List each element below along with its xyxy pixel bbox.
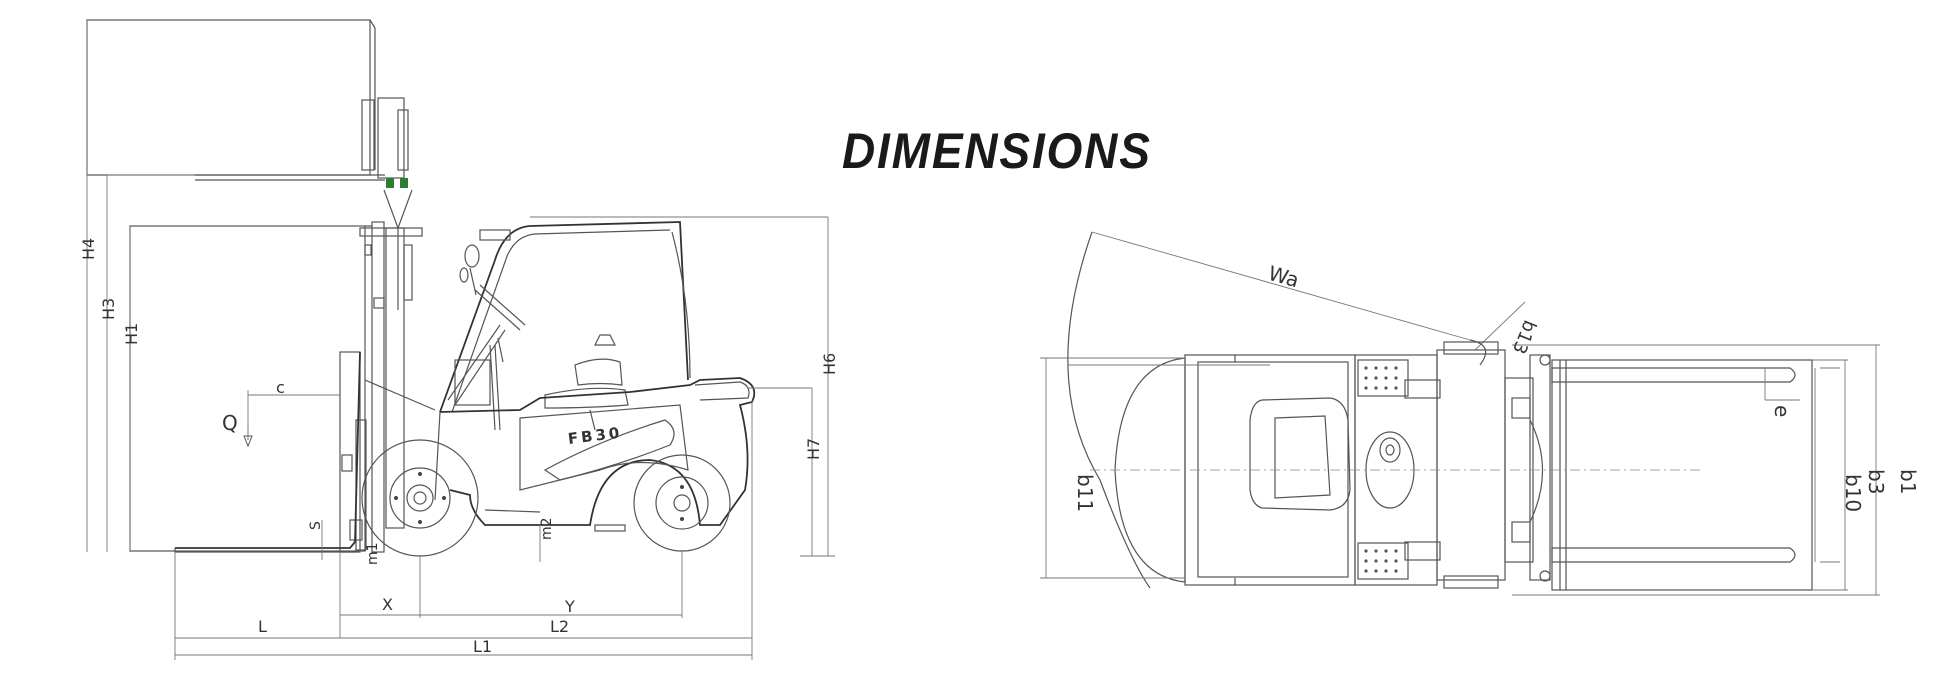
step-plates bbox=[1357, 359, 1441, 580]
front-wheel bbox=[361, 439, 479, 557]
truck-body bbox=[434, 377, 756, 532]
top-dimensions bbox=[1040, 344, 1880, 596]
label-c: c bbox=[276, 378, 285, 397]
label-h4: H4 bbox=[79, 238, 98, 260]
horizontal-dimensions bbox=[174, 400, 753, 660]
rear-wheel bbox=[633, 454, 731, 552]
side-view: FB30 bbox=[79, 19, 839, 660]
label-b10: b10 bbox=[1841, 474, 1865, 512]
label-y: Y bbox=[564, 597, 575, 616]
label-wa: Wa bbox=[1266, 261, 1302, 293]
steering-column bbox=[447, 284, 526, 431]
mast bbox=[339, 221, 436, 553]
label-h6: H6 bbox=[820, 353, 839, 375]
load-center bbox=[243, 390, 340, 448]
label-m1: m1 bbox=[365, 542, 381, 565]
lowered-load bbox=[129, 225, 372, 552]
carriage-top bbox=[1436, 341, 1551, 589]
raised-load bbox=[86, 19, 413, 230]
label-b3: b3 bbox=[1864, 469, 1888, 494]
label-l: L bbox=[258, 617, 267, 636]
label-h1: H1 bbox=[122, 323, 141, 345]
label-b1: b1 bbox=[1896, 469, 1920, 494]
top-view: Wa b13 e b11 b10 b3 b1 bbox=[1040, 231, 1920, 596]
page-title: DIMENSIONS bbox=[842, 123, 1152, 179]
operator-seat bbox=[544, 334, 629, 431]
label-e: e bbox=[1770, 405, 1794, 417]
overhead-guard bbox=[439, 221, 691, 413]
label-h3: H3 bbox=[99, 298, 118, 320]
forks bbox=[174, 351, 361, 553]
forks-top bbox=[1551, 359, 1813, 591]
turning-radius-arc bbox=[1067, 231, 1151, 589]
model-badge: FB30 bbox=[567, 423, 623, 448]
label-l1: L1 bbox=[473, 637, 492, 656]
label-m2: m2 bbox=[539, 517, 555, 540]
label-x: X bbox=[382, 595, 393, 614]
label-s: S bbox=[308, 521, 324, 530]
label-b13: b13 bbox=[1508, 317, 1540, 357]
label-h7: H7 bbox=[804, 438, 823, 460]
vertical-dimensions bbox=[86, 20, 835, 562]
label-l2: L2 bbox=[550, 617, 569, 636]
label-b11: b11 bbox=[1073, 474, 1097, 512]
label-q: Q bbox=[222, 411, 238, 435]
